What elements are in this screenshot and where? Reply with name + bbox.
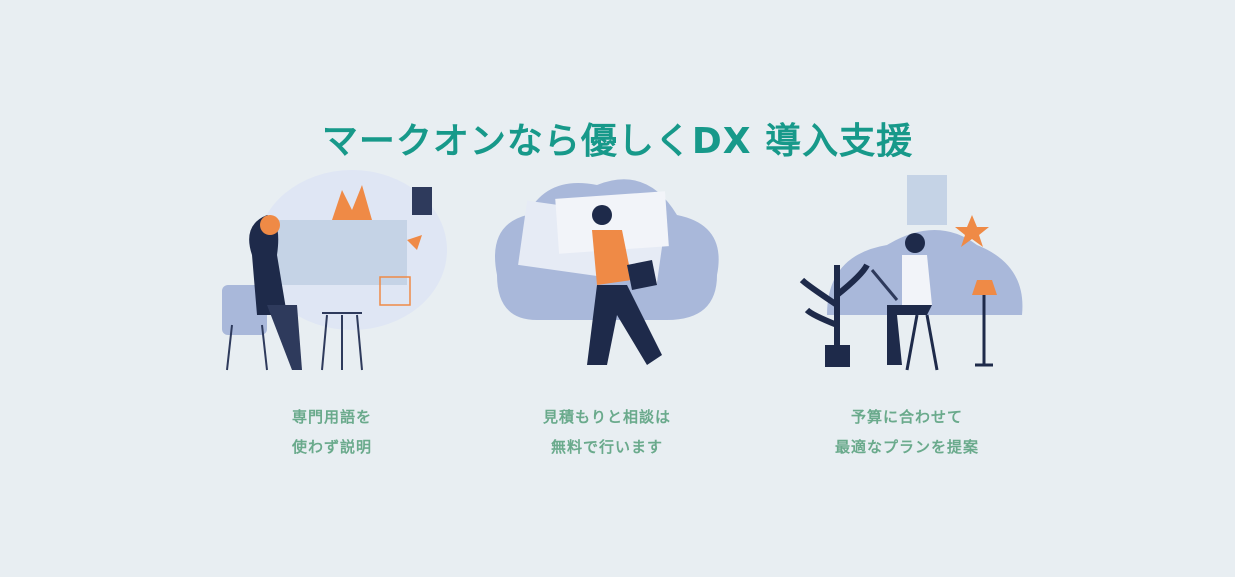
feature-card-plan-proposal: 予算に合わせて 最適なプランを提案 xyxy=(787,165,1027,462)
feature-caption-line2: 使わず説明 xyxy=(291,438,372,456)
feature-caption-line2: 無料で行います xyxy=(550,438,663,456)
consultant-at-desk-illustration xyxy=(222,170,447,371)
feature-caption-line1: 見積もりと相談は xyxy=(542,408,671,426)
feature-card-free-estimate: 見積もりと相談は 無料で行います xyxy=(487,165,727,462)
feature-caption-line1: 専門用語を xyxy=(291,408,372,426)
feature-caption-line1: 予算に合わせて xyxy=(850,408,963,426)
person-carrying-documents-illustration xyxy=(495,179,719,365)
feature-caption-line2: 最適なプランを提案 xyxy=(834,438,979,456)
person-working-laptop-illustration xyxy=(799,175,1023,371)
feature-card-explanation: 専門用語を 使わず説明 xyxy=(212,165,452,462)
page-title: マークオンなら優しくDX 導入支援 xyxy=(321,121,914,163)
